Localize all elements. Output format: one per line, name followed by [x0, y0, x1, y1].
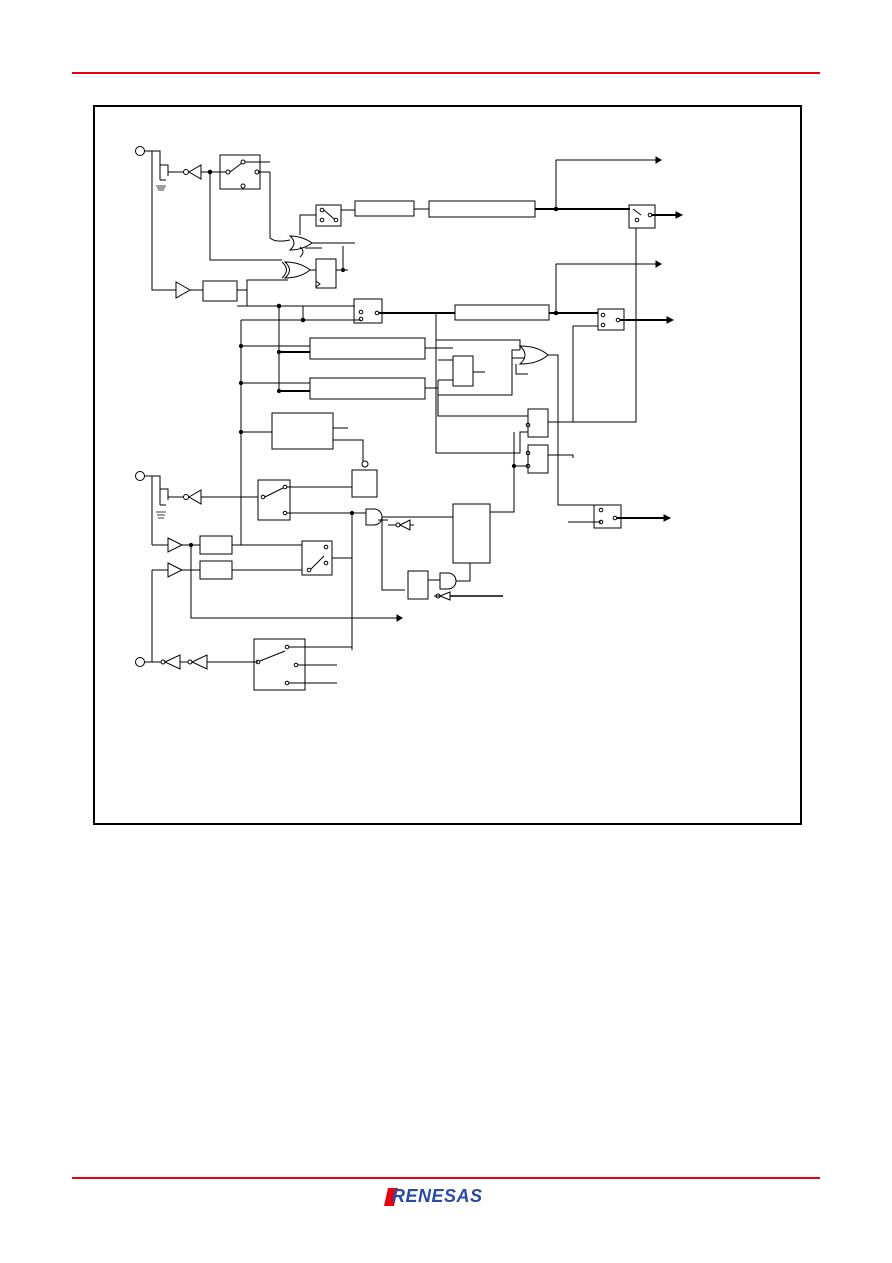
- or-gate-2: [518, 345, 549, 365]
- pin-2-terminal: [135, 471, 145, 481]
- pin-3-circuit: [135, 570, 258, 670]
- latch-block: [315, 258, 337, 289]
- latch-block-2: [407, 570, 429, 600]
- output-buffer-2: [190, 654, 208, 670]
- input-buffer-5: [167, 562, 184, 578]
- control-block: [452, 503, 491, 564]
- and-gate-2: [439, 572, 457, 590]
- footer-rule: [72, 1177, 820, 1179]
- output-switch-1: [628, 204, 656, 229]
- output-buffer-1: [163, 654, 181, 670]
- pin-3-terminal: [135, 657, 145, 667]
- xor-gate: [283, 261, 311, 279]
- renesas-logo: RENESAS: [384, 1184, 508, 1210]
- renesas-logo-icon: [384, 1188, 398, 1206]
- figure-frame: [93, 105, 802, 825]
- timer-block: [271, 412, 334, 450]
- switch-block-2: [315, 204, 342, 227]
- pin-1-circuit: [135, 146, 213, 191]
- register-1b: [428, 200, 536, 218]
- pin-2-circuit: [135, 471, 258, 545]
- input-buffer-4: [167, 537, 184, 553]
- register-2: [454, 304, 550, 321]
- switch-block-3: [353, 298, 383, 324]
- switch-block-1: [210, 154, 270, 190]
- compare-block: [452, 355, 474, 387]
- logo-text: RENESAS: [392, 1186, 483, 1206]
- input-buffer-1: [188, 164, 202, 180]
- filter-block-3: [199, 560, 233, 580]
- output-switch-3: [593, 504, 622, 529]
- counter-2: [309, 377, 426, 400]
- and-block-2: [527, 444, 549, 474]
- register-1a: [354, 200, 415, 217]
- filter-block-2: [199, 535, 233, 555]
- pin-1-terminal: [135, 146, 145, 156]
- header-rule: [72, 72, 820, 74]
- input-buffer-3: [188, 489, 202, 505]
- counter-1: [309, 337, 426, 360]
- switch-block-4: [257, 479, 291, 521]
- filter-block-1: [202, 280, 238, 302]
- delay-block: [351, 469, 378, 498]
- and-gate-1: [365, 508, 383, 526]
- and-block-1: [527, 408, 549, 438]
- input-buffer-2: [175, 281, 192, 299]
